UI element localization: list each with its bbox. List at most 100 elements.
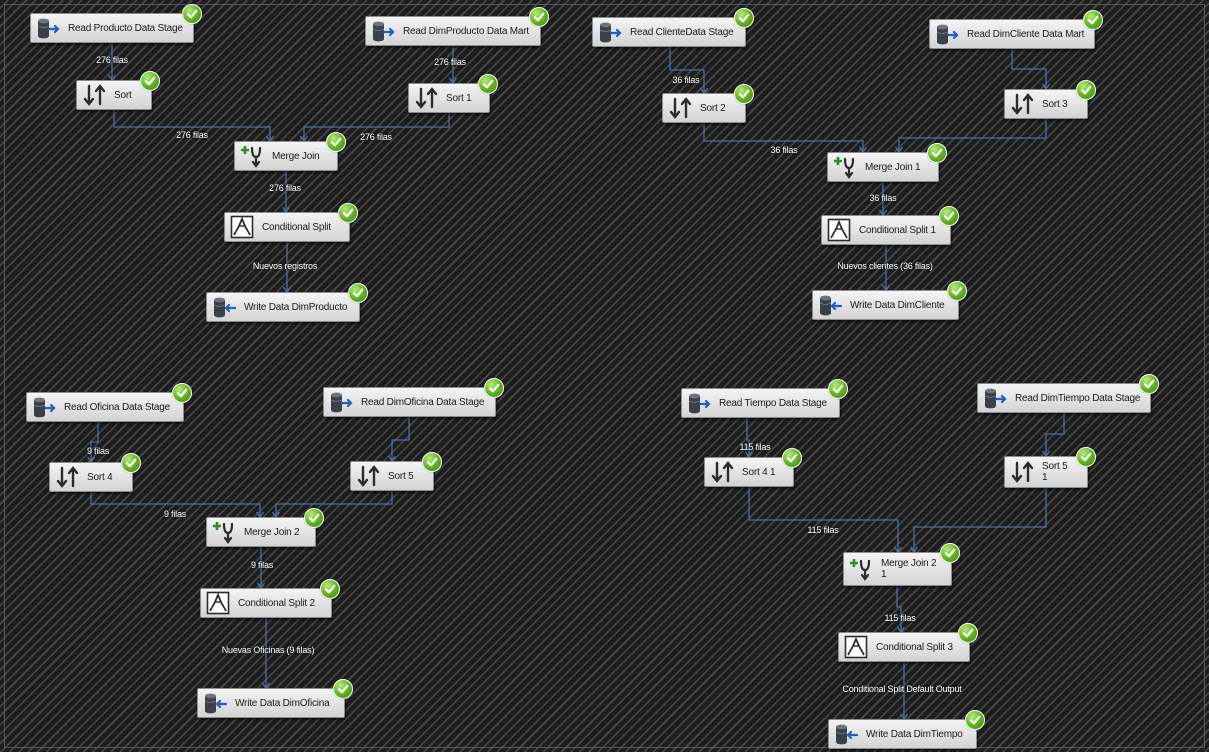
data-path-line[interactable] (898, 119, 1047, 152)
task-read-dimproducto-mart[interactable]: Read DimProducto Data Mart (365, 7, 549, 46)
task-label: Sort (114, 89, 132, 101)
task-read-dimoficina-stage[interactable]: Read DimOficina Data Stage (323, 378, 504, 417)
success-check-icon (958, 623, 978, 643)
destination-database-icon (212, 295, 238, 319)
success-check-icon (121, 453, 141, 473)
task-write-dimtiempo[interactable]: Write Data DimTiempo (828, 710, 985, 749)
source-database-icon (371, 19, 397, 43)
task-label: Conditional Split 3 (876, 641, 953, 653)
task-label: Conditional Split 1 (859, 224, 936, 236)
task-label: Sort 3 (1042, 98, 1068, 110)
task-label: Write Data DimTiempo (866, 728, 963, 740)
success-check-icon (338, 203, 358, 223)
success-check-icon (947, 281, 967, 301)
task-label: Sort 5 1 (1042, 461, 1068, 483)
task-conditional-split-3[interactable]: Conditional Split 3 (838, 623, 978, 662)
path-row-count-label: 9 filas (250, 560, 274, 570)
task-read-dimtiempo-stage[interactable]: Read DimTiempo Data Stage (977, 374, 1159, 413)
task-label: Write Data DimProducto (244, 301, 348, 313)
task-label: Sort 2 (700, 102, 726, 114)
success-check-icon (320, 579, 340, 599)
task-conditional-split[interactable]: Conditional Split (224, 203, 358, 242)
merge-join-icon (849, 557, 875, 581)
task-sort-2[interactable]: Sort 2 (662, 84, 754, 123)
sort-icon (668, 96, 694, 120)
merge-join-icon (212, 520, 238, 544)
task-label: Merge Join (272, 150, 320, 162)
task-write-dimcliente[interactable]: Write Data DimCliente (812, 281, 967, 320)
success-check-icon (927, 143, 947, 163)
path-row-count-label: 115 filas (807, 525, 839, 535)
path-row-count-label: 36 filas (672, 75, 700, 85)
source-database-icon (983, 386, 1009, 410)
data-path-line[interactable] (748, 487, 899, 552)
task-conditional-split-2[interactable]: Conditional Split 2 (200, 579, 340, 618)
task-sort-1[interactable]: Sort 1 (408, 74, 498, 113)
data-path-line[interactable] (896, 586, 902, 632)
task-sort-5[interactable]: Sort 5 (350, 452, 442, 491)
success-check-icon (965, 710, 985, 730)
task-write-dimproducto[interactable]: Write Data DimProducto (206, 283, 368, 322)
task-merge-join-2[interactable]: Merge Join 2 (206, 508, 324, 547)
task-conditional-split-1[interactable]: Conditional Split 1 (821, 206, 959, 245)
success-check-icon (182, 4, 202, 24)
path-row-count-label: 115 filas (884, 613, 916, 623)
task-read-tiempo-stage[interactable]: Read Tiempo Data Stage (681, 379, 848, 418)
success-check-icon (734, 84, 754, 104)
source-database-icon (935, 22, 961, 46)
destination-database-icon (203, 691, 229, 715)
task-read-oficina-stage[interactable]: Read Oficina Data Stage (26, 383, 192, 422)
task-label: Read Tiempo Data Stage (719, 397, 827, 409)
task-sort-5-1[interactable]: Sort 5 1 (1004, 447, 1096, 488)
path-row-count-label: 36 filas (869, 193, 897, 203)
task-read-dimcliente-mart[interactable]: Read DimCliente Data Mart (929, 10, 1103, 49)
success-check-icon (140, 71, 160, 91)
task-sort-4[interactable]: Sort 4 (49, 453, 141, 492)
task-label: Sort 4 (87, 471, 113, 483)
success-check-icon (172, 383, 192, 403)
task-merge-join-1[interactable]: Merge Join 1 (827, 143, 947, 182)
task-read-cliente-stage[interactable]: Read ClienteData Stage (592, 8, 754, 47)
data-path-line[interactable] (90, 422, 99, 462)
path-row-count-label: Nuevas Oficinas (9 filas) (221, 645, 315, 655)
task-read-producto-stage[interactable]: Read Producto Data Stage (30, 4, 202, 43)
path-row-count-label: 276 filas (96, 55, 128, 65)
data-path-line[interactable] (275, 491, 393, 517)
task-label: Read DimCliente Data Mart (967, 28, 1085, 40)
data-path-line[interactable] (913, 488, 1047, 552)
task-label: Merge Join 1 (865, 161, 921, 173)
task-sort-3[interactable]: Sort 3 (1004, 80, 1096, 119)
data-path-line[interactable] (1045, 413, 1065, 456)
path-row-count-label: Nuevos registros (252, 261, 318, 271)
source-database-icon (687, 391, 713, 415)
success-check-icon (348, 283, 368, 303)
path-row-count-label: 36 filas (770, 145, 798, 155)
success-check-icon (782, 448, 802, 468)
task-write-dimoficina[interactable]: Write Data DimOficina (197, 679, 353, 718)
data-path-line[interactable] (669, 47, 705, 93)
conditional-split-icon (230, 215, 256, 239)
success-check-icon (304, 508, 324, 528)
task-merge-join-2-1[interactable]: Merge Join 2 1 (843, 543, 960, 586)
task-label: Read DimTiempo Data Stage (1015, 392, 1141, 404)
data-path-line[interactable] (1011, 49, 1047, 89)
sort-icon (356, 464, 382, 488)
source-database-icon (329, 390, 355, 414)
path-row-count-label: 9 filas (86, 446, 110, 456)
sort-icon (82, 83, 108, 107)
task-sort-4-1[interactable]: Sort 4 1 (704, 448, 802, 487)
task-label: Conditional Split (262, 221, 331, 233)
success-check-icon (422, 452, 442, 472)
task-label: Read ClienteData Stage (630, 26, 734, 38)
sort-icon (1010, 92, 1036, 116)
task-label: Merge Join 2 (244, 526, 300, 538)
success-check-icon (1139, 374, 1159, 394)
sort-icon (1010, 460, 1036, 484)
data-path-line[interactable] (391, 417, 410, 461)
success-check-icon (1083, 10, 1103, 30)
task-sort[interactable]: Sort (76, 71, 160, 110)
path-row-count-label: 276 filas (269, 183, 301, 193)
task-merge-join[interactable]: Merge Join (234, 132, 346, 171)
path-row-count-label: 276 filas (434, 57, 466, 67)
